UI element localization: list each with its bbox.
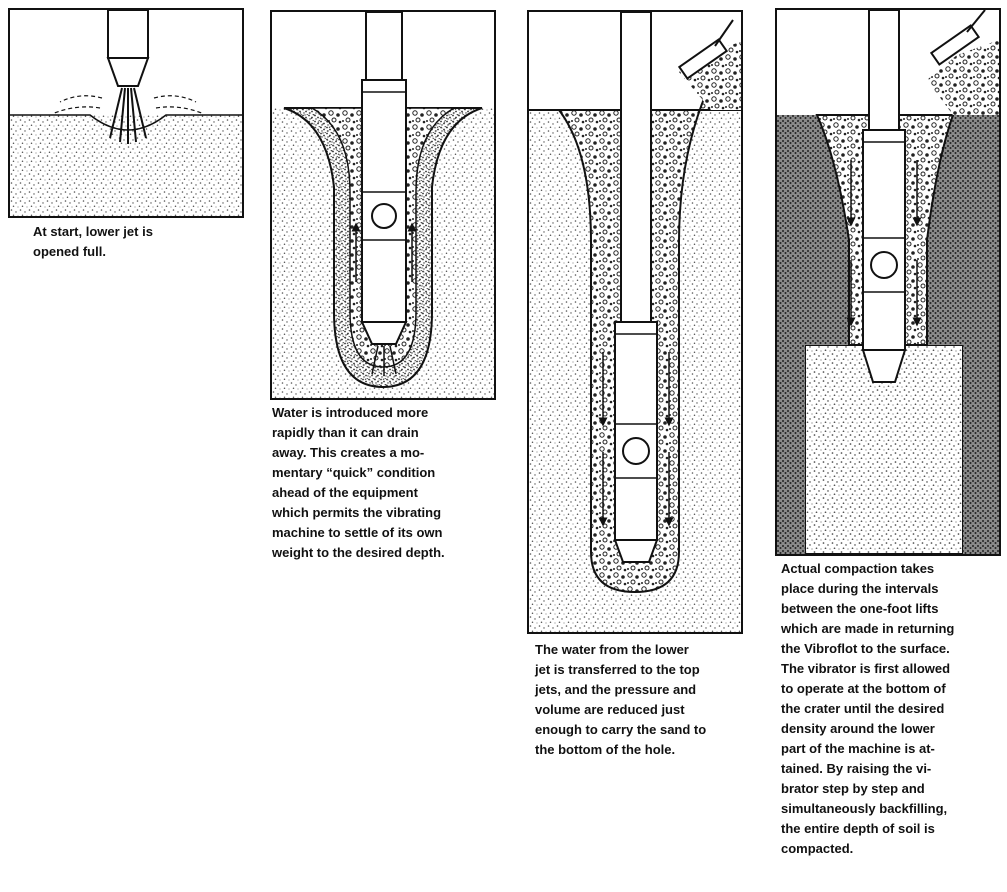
vibrator-port bbox=[372, 204, 396, 228]
diagram-step-2 bbox=[270, 10, 496, 400]
caption-step-3: The water from the lower jet is transfer… bbox=[535, 640, 760, 760]
follow-up-pipe bbox=[366, 12, 402, 80]
vibroflot-body bbox=[863, 130, 905, 350]
diagram-step-4 bbox=[775, 8, 1001, 556]
vibroflot-tip bbox=[108, 58, 148, 86]
vibroflot-body bbox=[108, 10, 148, 58]
caption-step-4: Actual compaction takes place during the… bbox=[781, 559, 1005, 859]
vibroflot-body bbox=[615, 322, 657, 540]
vibroflot-body bbox=[362, 80, 406, 322]
caption-step-2: Water is introduced more rapidly than it… bbox=[272, 403, 522, 563]
diagram-step-3 bbox=[527, 10, 743, 634]
follow-up-pipe bbox=[621, 12, 651, 322]
follow-up-pipe bbox=[869, 10, 899, 130]
step-2-illustration bbox=[272, 12, 494, 398]
vibrator-port bbox=[623, 438, 649, 464]
step-4-illustration bbox=[777, 10, 999, 554]
vibrator-port bbox=[871, 252, 897, 278]
caption-step-1: At start, lower jet is opened full. bbox=[33, 222, 243, 262]
diagram-step-1 bbox=[8, 8, 244, 218]
step-1-illustration bbox=[10, 10, 242, 216]
vibroflot-tip bbox=[615, 540, 657, 562]
step-3-illustration bbox=[529, 12, 741, 632]
